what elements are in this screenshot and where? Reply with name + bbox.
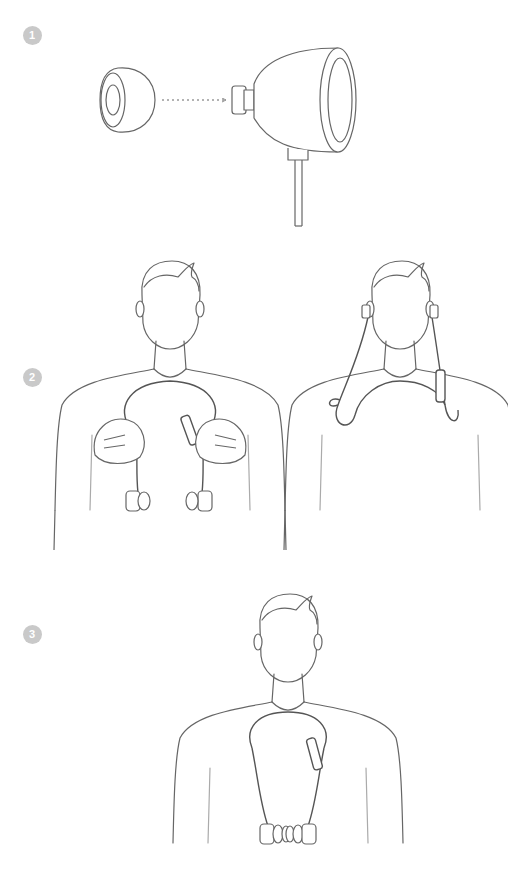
step-number-circle: 2 bbox=[23, 368, 42, 387]
person-wearing-earbuds bbox=[284, 261, 508, 550]
step-number: 2 bbox=[29, 372, 35, 383]
dotted-arrow bbox=[162, 100, 226, 101]
step-number-circle: 3 bbox=[23, 625, 42, 644]
earbud bbox=[232, 48, 356, 226]
person-holding-neckband bbox=[54, 261, 286, 550]
step-number: 3 bbox=[29, 629, 35, 640]
ear-tip bbox=[100, 68, 155, 132]
person-with-joined-earbuds bbox=[173, 594, 403, 844]
step-number-circle: 1 bbox=[23, 26, 42, 45]
step-number: 1 bbox=[29, 30, 35, 41]
